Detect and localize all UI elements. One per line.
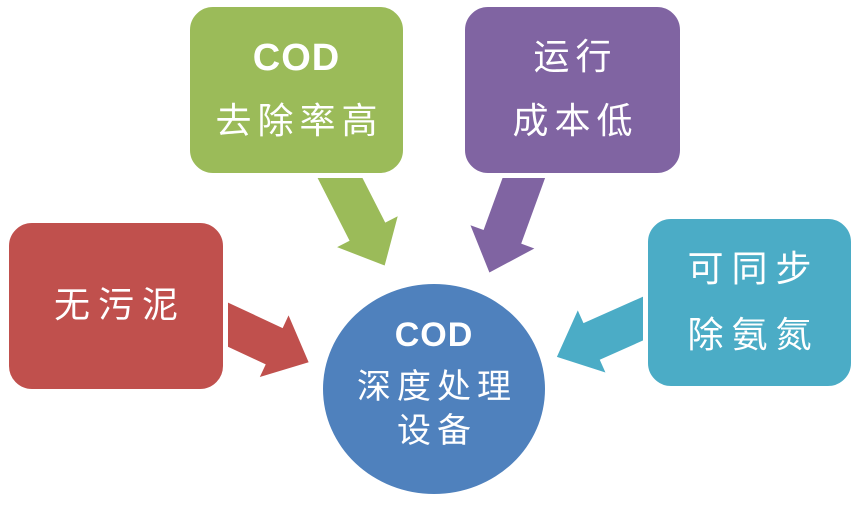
box-ammonia-removal-line1: 可同步 xyxy=(687,248,820,290)
box-cod-removal-line2: 去除率高 xyxy=(215,101,384,142)
box-ammonia-removal-line2: 除氨氮 xyxy=(687,314,820,356)
box-operating-cost-line2: 成本低 xyxy=(512,101,639,142)
box-cod-removal-line1: COD xyxy=(252,37,341,79)
box-ammonia-removal: 可同步 除氨氮 xyxy=(643,214,856,391)
green-arrow xyxy=(312,150,398,266)
box-no-sludge-line1: 无污泥 xyxy=(53,285,186,326)
center-circle-line2: 深度处理 xyxy=(357,367,517,407)
center-circle-line3: 设备 xyxy=(397,411,477,451)
box-operating-cost-line1: 运行 xyxy=(533,37,618,78)
box-no-sludge: 无污泥 xyxy=(4,218,228,394)
box-cod-removal-rate: COD 去除率高 xyxy=(185,2,408,178)
center-circle: COD 深度处理 设备 xyxy=(318,279,550,499)
purple-arrow xyxy=(470,152,550,273)
box-operating-cost: 运行 成本低 xyxy=(460,2,685,178)
center-circle-title: COD xyxy=(394,316,474,354)
